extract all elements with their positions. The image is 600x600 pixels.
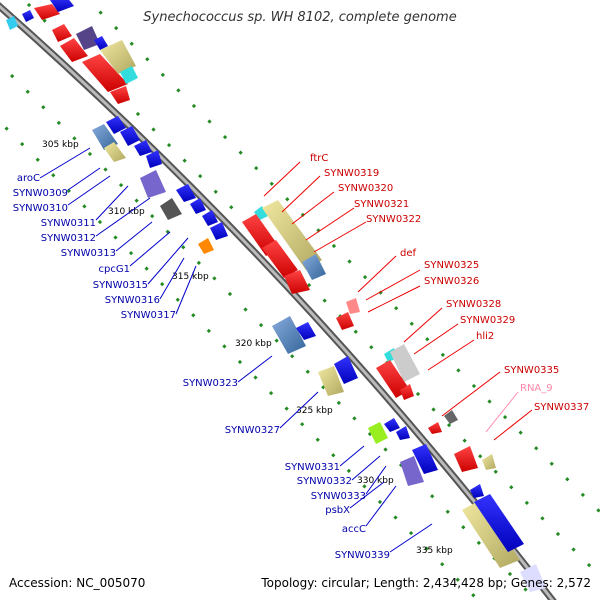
gene-label: SYNW0319 [324, 168, 379, 179]
gene-label: accC [342, 524, 366, 535]
gene-arrow-red [110, 86, 130, 104]
gene-cluster-right-2 [376, 344, 496, 472]
topology-text: Topology: circular; Length: 2,434,428 bp… [261, 576, 591, 590]
gene-label: SYNW0320 [338, 183, 393, 194]
gene-label: SYNW0326 [424, 276, 479, 287]
tick-label: 320 kbp [235, 339, 272, 349]
gene-cluster-left [92, 116, 228, 254]
gene-label: psbX [325, 505, 350, 516]
gene-cluster-right-1 [242, 200, 360, 330]
gene-label: SYNW0337 [534, 402, 589, 413]
gene-arrow-blue [50, 0, 74, 12]
gene-label: SYNW0316 [105, 295, 160, 306]
accession-text: Accession: NC_005070 [9, 576, 146, 590]
right-leader-lines [263, 161, 533, 441]
gene-label: SYNW0335 [504, 365, 559, 376]
gene-label: SYNW0322 [366, 214, 421, 225]
gene-label: SYNW0310 [13, 203, 68, 214]
map-title: Synechococcus sp. WH 8102, complete geno… [143, 10, 456, 25]
gene-label: SYNW0339 [335, 550, 390, 561]
gene-small-cyan [6, 16, 18, 30]
gene-label: SYNW0327 [225, 425, 280, 436]
gene-small-blue [94, 36, 108, 50]
gene-label: def [400, 248, 417, 259]
gene-box-purple [76, 26, 100, 50]
gene-label: RNA_9 [520, 383, 553, 394]
tick-label: 310 kbp [108, 207, 145, 217]
gene-label: SYNW0312 [41, 233, 96, 244]
gene-label: SYNW0321 [354, 199, 409, 210]
gene-arrow-red [52, 24, 72, 42]
gene-label: SYNW0329 [460, 315, 515, 326]
gene-label: aroC [17, 173, 40, 184]
gene-cluster-left-2 [272, 316, 546, 592]
gene-small-cyan [120, 66, 138, 84]
gene-label: SYNW0333 [311, 491, 366, 502]
gene-label: SYNW0311 [41, 218, 96, 229]
gene-label: SYNW0309 [13, 188, 68, 199]
gene-label: SYNW0315 [93, 280, 148, 291]
left-gene-labels: aroC SYNW0309 SYNW0310 SYNW0311 SYNW0312… [13, 173, 390, 561]
rna-leader-line [485, 391, 519, 433]
gene-box-red [82, 54, 128, 92]
gene-label: SYNW0317 [121, 310, 176, 321]
gene-label: ftrC [310, 153, 328, 164]
gene-label: SYNW0331 [285, 462, 340, 473]
gene-label: SYNW0328 [446, 299, 501, 310]
gene-small-blue [22, 10, 34, 22]
gene-arrow-red [34, 4, 60, 20]
gene-label: SYNW0313 [61, 248, 116, 259]
gene-label: SYNW0325 [424, 260, 479, 271]
gene-label: SYNW0332 [297, 476, 352, 487]
gene-box-khaki [100, 40, 136, 74]
left-leader-lines [39, 147, 433, 553]
right-gene-labels: ftrC SYNW0319 SYNW0320 SYNW0321 SYNW0322… [310, 153, 589, 413]
tick-label: 325 kbp [296, 406, 333, 416]
tick-label: 335 kbp [416, 546, 453, 556]
gene-label: cpcG1 [99, 264, 130, 275]
tick-label: 305 kbp [42, 140, 79, 150]
gene-label: hli2 [476, 331, 494, 342]
gene-label: SYNW0323 [183, 378, 238, 389]
tick-label: 315 kbp [172, 272, 209, 282]
gene-arrow-red [60, 38, 88, 62]
gene-cluster-top [6, 0, 138, 104]
